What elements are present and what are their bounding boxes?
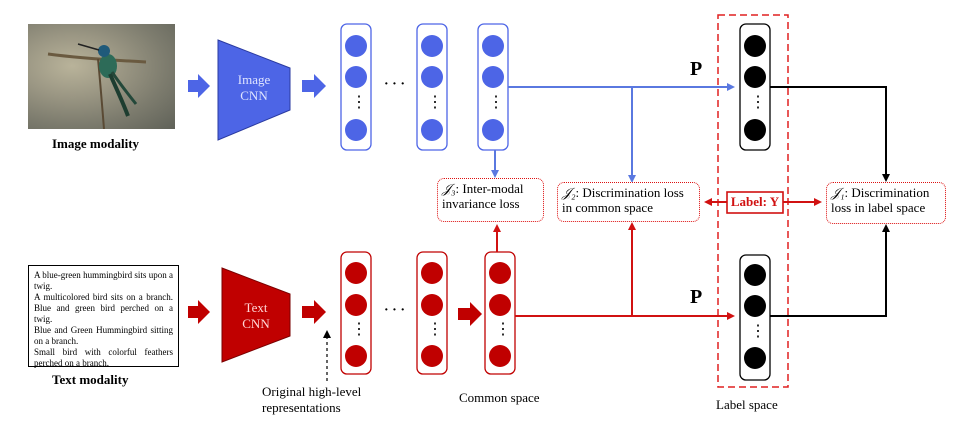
label-layer-bottom: [739, 254, 771, 381]
vdots: ⋮: [427, 321, 443, 338]
image-cnn-trapezoid: [217, 39, 291, 141]
text-layer2-to-layer3-arrow: [458, 302, 482, 326]
text-cnn-line1: Text: [244, 300, 268, 315]
label-y-text: Label: Y: [730, 194, 780, 209]
text-cnn-line2: CNN: [242, 316, 270, 331]
image-cnn-line1: Image: [237, 72, 271, 87]
j1-line1: : Discrimination: [844, 185, 930, 200]
label-node: [744, 66, 766, 88]
label-space-nodes: [739, 23, 890, 381]
j3-line2: invariance loss: [442, 196, 520, 211]
common-space-label: Common space: [459, 390, 540, 405]
vdots: ⋮: [750, 94, 766, 111]
image-node: [345, 35, 367, 57]
label-node: [744, 295, 766, 317]
caption-line: Blue and Green Hummingbird sitting on a …: [34, 325, 173, 346]
vdots: ⋮: [351, 94, 367, 111]
text-cnn-to-layer-arrow: [302, 300, 326, 324]
text-node: [489, 262, 511, 284]
image-modality-label: Image modality: [52, 136, 140, 151]
text-modality-label: Text modality: [52, 372, 129, 387]
caption-line: A multicolored bird sits on a branch. Bl…: [34, 292, 173, 324]
original-line2: representations: [262, 400, 341, 415]
label-space-label: Label space: [716, 397, 778, 412]
j1-symbol: 𝒥₁: [831, 185, 845, 200]
image-node: [421, 119, 443, 141]
image-cnn-to-layer-arrow: [302, 74, 326, 98]
image-node: [482, 35, 504, 57]
j1-line2: loss in label space: [831, 200, 926, 215]
image-node: [482, 66, 504, 88]
j2-symbol: 𝒥₂: [562, 185, 576, 200]
j2-line1: : Discrimination loss: [575, 185, 684, 200]
text-node: [345, 345, 367, 367]
image-cnn-line2: CNN: [240, 88, 268, 103]
text-to-cnn-arrow: [188, 300, 210, 324]
label-node: [744, 264, 766, 286]
label-node: [744, 35, 766, 57]
text-cnn-trapezoid: [221, 267, 291, 363]
text-cnn-label: Text CNN: [226, 300, 286, 332]
vdots: ⋮: [427, 94, 443, 111]
image-node: [482, 119, 504, 141]
label-top-to-j1-arrow: [770, 86, 890, 182]
image-branch: [188, 23, 735, 183]
caption-line: A blue-green hummingbird sits upon a twi…: [34, 270, 173, 291]
label-bottom-to-j1-arrow: [770, 224, 890, 317]
projection-p-bottom: P: [690, 286, 703, 308]
image-node: [421, 35, 443, 57]
text-node: [421, 262, 443, 284]
j3-symbol: 𝒥₃: [442, 181, 456, 196]
image-cnn-label: Image CNN: [224, 72, 284, 104]
j2-loss-box: 𝒥₂: Discrimination loss in common space: [557, 182, 700, 222]
j2-line2: in common space: [562, 200, 653, 215]
text-layer-ellipsis: · · ·: [384, 303, 406, 318]
caption-text-box: A blue-green hummingbird sits upon a twi…: [28, 265, 179, 368]
text-branch: [188, 222, 735, 375]
j3-line1: : Inter-modal: [455, 181, 524, 196]
j1-loss-box: 𝒥₁: Discrimination loss in label space: [826, 182, 946, 224]
text-node: [489, 294, 511, 316]
vdots: ⋮: [750, 323, 766, 340]
image-node: [345, 66, 367, 88]
text-node: [345, 294, 367, 316]
text-node: [421, 345, 443, 367]
vdots: ⋮: [351, 321, 367, 338]
label-y-box: [726, 191, 784, 214]
image-layer-ellipsis: · · ·: [384, 77, 406, 92]
vdots: ⋮: [495, 321, 511, 338]
bird-photo: [28, 24, 175, 129]
image-to-cnn-arrow: [188, 74, 210, 98]
hummingbird-image: [47, 43, 147, 129]
label-node: [744, 347, 766, 369]
j3-loss-box: 𝒥₃: Inter-modal invariance loss: [437, 178, 544, 222]
image-node: [345, 119, 367, 141]
text-node: [421, 294, 443, 316]
label-node: [744, 119, 766, 141]
text-node: [345, 262, 367, 284]
image-node: [421, 66, 443, 88]
vdots: ⋮: [488, 94, 504, 111]
original-line1: Original high-level: [262, 384, 362, 399]
text-node: [489, 345, 511, 367]
projection-p-top: P: [690, 58, 703, 80]
original-representations-label: Original high-level representations: [262, 384, 361, 416]
caption-line: Small bird with colorful feathers perche…: [34, 347, 173, 368]
